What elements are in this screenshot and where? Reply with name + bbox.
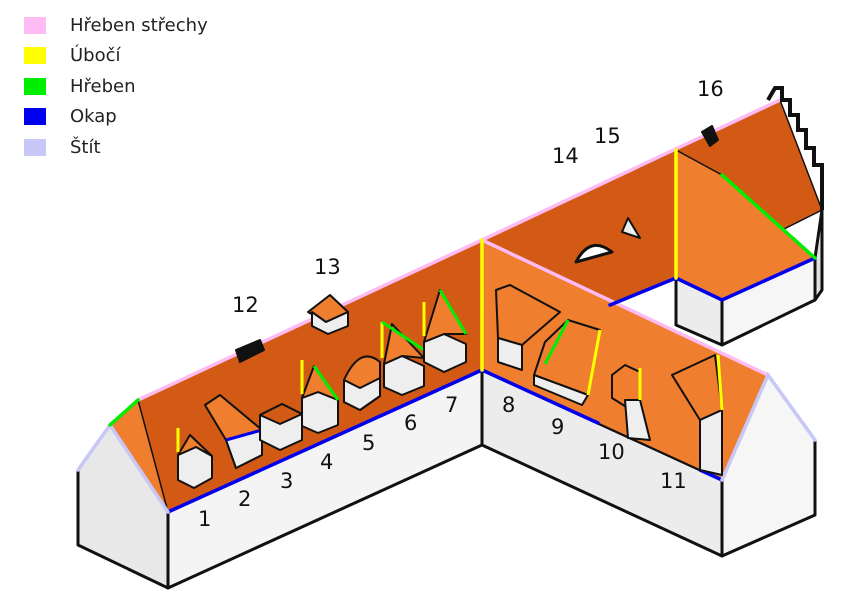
back-wing-eave-line bbox=[608, 256, 817, 307]
legend-item-gable: Štít bbox=[24, 132, 208, 163]
legend-label: Štít bbox=[70, 136, 101, 158]
label-2: 2 bbox=[238, 487, 251, 511]
legend-swatch bbox=[24, 16, 46, 34]
dormer-12 bbox=[235, 339, 265, 363]
legend-label: Hřeben střechy bbox=[70, 14, 208, 36]
legend-label: Okap bbox=[70, 106, 117, 128]
label-14: 14 bbox=[552, 144, 579, 168]
label-4: 4 bbox=[320, 450, 333, 474]
label-15: 15 bbox=[594, 124, 621, 148]
building-walls bbox=[76, 208, 824, 590]
right-wing-eave-line bbox=[480, 368, 600, 425]
dormer-13 bbox=[307, 294, 349, 335]
label-13: 13 bbox=[314, 255, 341, 279]
label-7: 7 bbox=[445, 393, 458, 417]
label-11: 11 bbox=[660, 469, 687, 493]
label-1: 1 bbox=[198, 507, 211, 531]
dormer-7 bbox=[422, 289, 468, 373]
legend-label: Hřeben bbox=[70, 75, 136, 97]
legend-swatch bbox=[24, 47, 46, 65]
dormer-14 bbox=[574, 243, 614, 264]
dormer-4 bbox=[300, 360, 340, 434]
legend-item-valley: Úbočí bbox=[24, 41, 208, 72]
label-8: 8 bbox=[502, 393, 515, 417]
legend-label: Úbočí bbox=[70, 45, 121, 67]
dormer-16 bbox=[701, 125, 719, 147]
legend-swatch bbox=[24, 108, 46, 126]
label-6: 6 bbox=[404, 411, 417, 435]
label-9: 9 bbox=[551, 415, 564, 439]
dormers bbox=[176, 125, 724, 489]
dormer-11 bbox=[671, 354, 724, 476]
dormer-15 bbox=[621, 217, 641, 239]
dormer-10 bbox=[611, 364, 651, 441]
label-3: 3 bbox=[280, 469, 293, 493]
legend-item-hip: Hřeben bbox=[24, 71, 208, 102]
legend: Hřeben střechy Úbočí Hřeben Okap Štít bbox=[24, 10, 208, 163]
legend-swatch bbox=[24, 138, 46, 156]
dormer-1 bbox=[176, 428, 213, 489]
dormer-6 bbox=[380, 320, 425, 396]
back-wing-end-wall bbox=[813, 208, 824, 302]
dormer-3 bbox=[259, 403, 303, 451]
stepped-gable bbox=[766, 86, 824, 210]
hip-line-back bbox=[720, 173, 817, 260]
label-12: 12 bbox=[232, 293, 259, 317]
label-5: 5 bbox=[362, 431, 375, 455]
dormer-2 bbox=[204, 394, 263, 469]
legend-item-eave: Okap bbox=[24, 102, 208, 133]
label-10: 10 bbox=[598, 440, 625, 464]
left-wing-eave-line bbox=[166, 368, 484, 514]
dormer-9 bbox=[533, 319, 602, 406]
hip-line-left bbox=[108, 398, 140, 427]
legend-swatch bbox=[24, 77, 46, 95]
dormer-5 bbox=[343, 355, 381, 411]
dormer-numbers: 1 2 3 4 5 6 7 8 9 10 11 12 13 14 15 16 bbox=[198, 77, 724, 531]
label-16: 16 bbox=[697, 77, 724, 101]
legend-item-roof-ridge: Hřeben střechy bbox=[24, 10, 208, 41]
dormer-8 bbox=[495, 284, 561, 371]
right-gable-edge bbox=[720, 371, 817, 482]
right-wing-ridge-line bbox=[480, 238, 770, 377]
